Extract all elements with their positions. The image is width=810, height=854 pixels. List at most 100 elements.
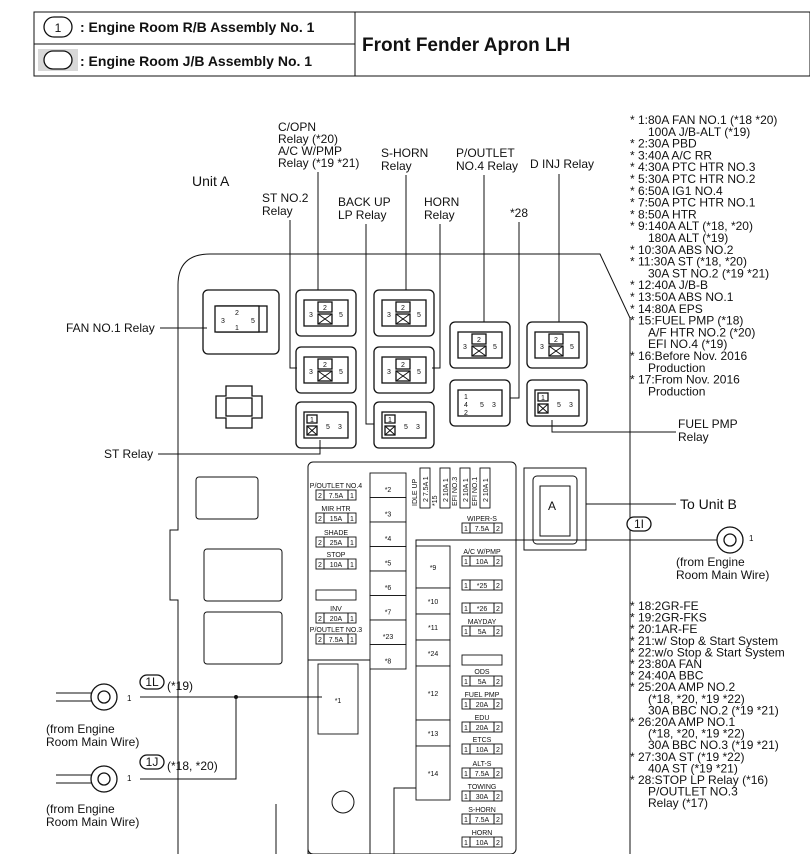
note-line: * 27:30A ST (*19 *22) [630,750,745,764]
note-line: * 21:w/ Stop & Start System [630,634,778,648]
fusible-left-label: *7 [385,610,392,617]
connector-1j-from-1: (from Engine [46,802,115,816]
legend-jb-assembly: : Engine Room J/B Assembly No. 1 [80,53,312,69]
fusible-left-label: *3 [385,512,392,519]
fusible-left-0: *2 [369,472,407,498]
svg-text:2: 2 [318,562,322,569]
right-fuse-rating: 10A [476,840,489,847]
fusible-mid-1: *10 [415,587,451,615]
svg-text:5: 5 [417,312,421,319]
right-fuse-name: EDU [475,715,490,722]
note-line: * 8:50A HTR [630,207,697,221]
note-line: (*18, *20, *19 *22) [648,727,745,741]
svg-text:2: 2 [318,516,322,523]
svg-text:1: 1 [235,325,239,332]
copn-relay-label-3: A/C W/PMP [278,144,342,158]
svg-text:3: 3 [338,424,342,431]
fuel-pmp-relay-label-2: Relay [678,430,709,444]
note-line: * 4:30A PTC HTR NO.3 [630,160,756,174]
note-line: EFI NO.4 (*19) [648,337,727,351]
svg-text:5: 5 [251,318,255,325]
p-outlet-no4-relay-label-2: NO.4 Relay [456,159,518,173]
note-line: * 18:2GR-FE [630,599,699,613]
fusible-big-label: *1 [335,698,342,705]
connector-1j-note: (*18, *20) [167,759,218,773]
svg-text:5: 5 [339,369,343,376]
svg-text:1: 1 [541,395,545,402]
right-fuse-rating: *25 [477,583,488,590]
svg-text:1: 1 [310,417,314,424]
fusible-mid-label: *14 [428,771,439,778]
d-inj-relay-label: D INJ Relay [530,157,594,171]
fusible-mid-6: *14 [415,745,451,801]
rb-symbol-number: 1 [55,21,62,35]
svg-text:1: 1 [350,516,354,523]
fuse-box-housing: A [169,253,631,854]
svg-text:3: 3 [540,344,544,351]
notes-top: * 1:80A FAN NO.1 (*18 *20)100A J/B-ALT (… [630,113,777,398]
left-fuse-name: STOP [327,552,346,559]
connector-1j-pin: 1 [127,774,132,783]
svg-text:1: 1 [464,747,468,754]
svg-text:2: 2 [496,840,500,847]
p-outlet-no4-relay-label-1: P/OUTLET [456,146,515,160]
note-line: 180A ALT (*19) [648,231,728,245]
copn-relay-label-2: Relay (*20) [278,132,338,146]
fusible-left-label: *4 [385,536,392,543]
connector-1l-pin: 1 [127,694,132,703]
copn-relay-label-4: Relay (*19 *21) [278,156,359,170]
note-line: * 28:STOP LP Relay (*16) [630,773,768,787]
left-fuse-rating: 7.5A [329,493,344,500]
vertical-fuse-name: EFI NO.1 [472,477,479,506]
svg-text:2: 2 [496,679,500,686]
horn-relay-label-2: Relay [424,208,455,222]
connector-1j-from-2: Room Main Wire) [46,815,139,829]
svg-text:2: 2 [496,702,500,709]
svg-text:3: 3 [387,369,391,376]
svg-text:5: 5 [570,344,574,351]
svg-text:3: 3 [387,312,391,319]
svg-text:1: 1 [464,606,468,613]
fusible-left-label: *6 [385,585,392,592]
connector-1i-from-2: Room Main Wire) [676,568,769,582]
fuel-pmp-relay-label-1: FUEL PMP [678,417,738,431]
svg-text:3: 3 [416,424,420,431]
note-line: * 6:50A IG1 NO.4 [630,184,723,198]
left-fuse-rating: 20A [330,616,343,623]
fusible-big: *1 [317,663,359,735]
note-line: * 14:80A EPS [630,302,703,316]
svg-text:2: 2 [496,526,500,533]
note-line: * 13:50A ABS NO.1 [630,290,734,304]
svg-text:2: 2 [401,305,405,312]
note-line: Production [648,361,705,375]
svg-text:2: 2 [401,362,405,369]
svg-text:5: 5 [480,402,484,409]
note-line: * 20:1AR-FE [630,622,697,636]
legend-rb-assembly: : Engine Room R/B Assembly No. 1 [80,19,315,35]
right-fuse-rating: 7.5A [475,817,490,824]
left-fuse-name: INV [330,606,342,613]
note-line: P/OUTLET NO.3 [648,785,738,799]
note-line: * 25:20A AMP NO.2 [630,680,736,694]
fan-no1-relay-label: FAN NO.1 Relay [66,321,155,335]
fusible-left-label: *23 [383,634,394,641]
svg-text:2: 2 [323,305,327,312]
fusible-mid-3: *24 [415,639,451,667]
note-line: * 15:FUEL PMP (*18) [630,314,743,328]
fusible-left-label: *5 [385,561,392,568]
fusible-left-3: *5 [369,546,407,572]
fusible-left-5: *7 [369,595,407,621]
right-fuse-rating: *26 [477,606,488,613]
